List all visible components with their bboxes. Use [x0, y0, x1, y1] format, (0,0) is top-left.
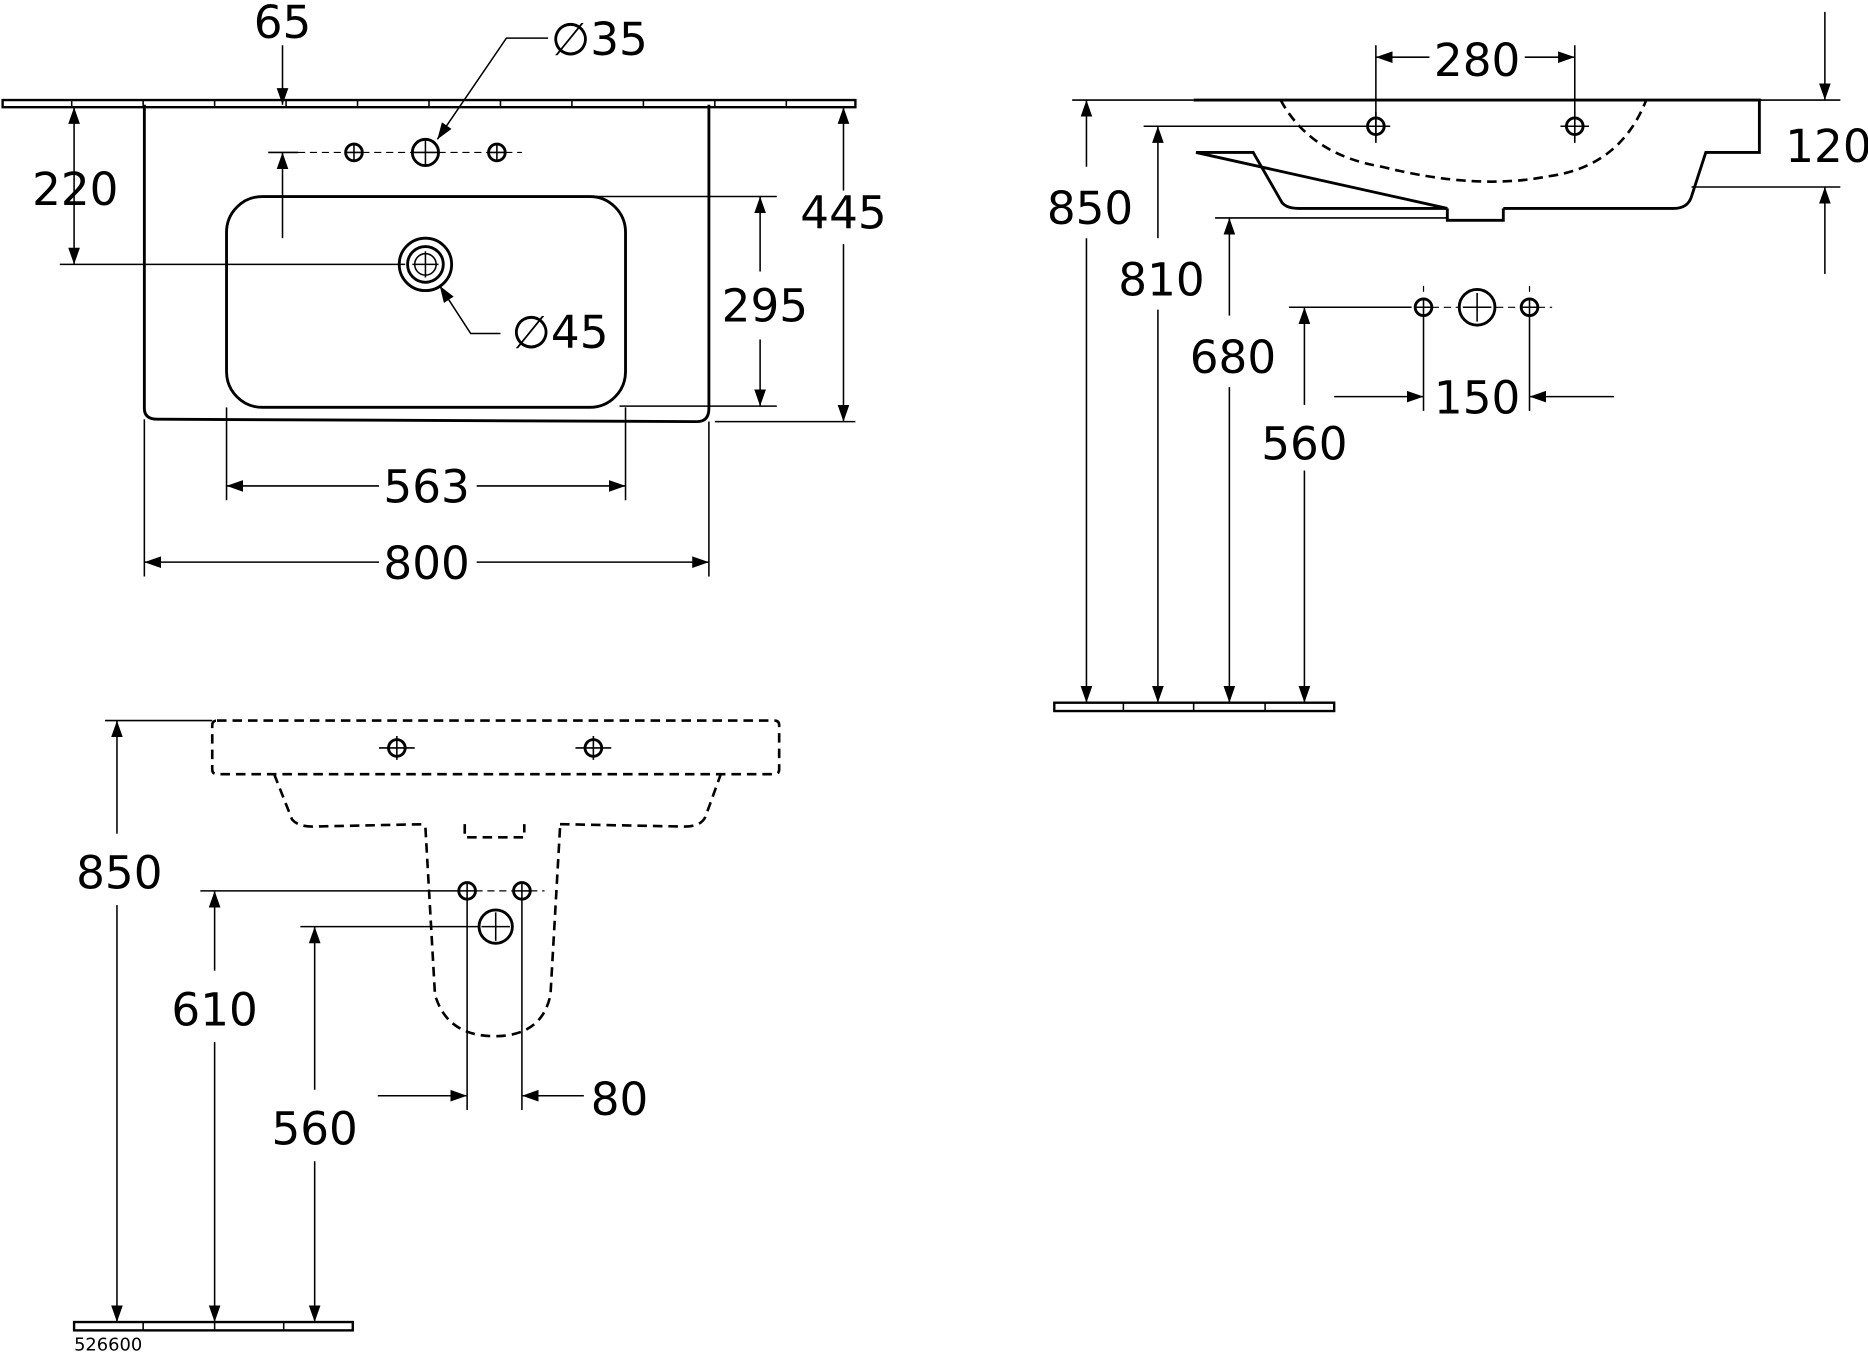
dim-hole-spacing: 280	[1434, 34, 1520, 87]
front-view: 526600 850 610 560 80	[72, 719, 781, 1353]
dim-bottom-height: 680	[1190, 331, 1276, 384]
supply-holes	[1413, 285, 1553, 327]
drawing-code: 526600	[74, 1335, 142, 1353]
dim-rim-height: 850	[1047, 182, 1133, 235]
floor-strip	[1053, 701, 1336, 713]
dim-tap-height: 810	[1118, 253, 1204, 306]
dim-waste-height: 560	[1261, 418, 1347, 471]
drain-hole	[397, 236, 454, 293]
dim-drain-diameter: ∅45	[512, 306, 609, 359]
dim-bowl-depth: 295	[722, 280, 808, 333]
floor-strip	[72, 1320, 354, 1332]
dim-waste-height-front: 560	[271, 1103, 357, 1156]
dim-tap-offset: 65	[254, 0, 312, 49]
wall-strip	[1, 98, 857, 109]
dim-basin-height: 120	[1785, 120, 1868, 173]
tap-hole-markers	[378, 736, 612, 760]
tap-hole-markers	[1361, 111, 1590, 141]
side-view: 280 120 850 810 680 560	[1047, 11, 1868, 713]
dim-supply-height: 610	[171, 983, 257, 1036]
dim-rim-height-front: 850	[76, 847, 162, 900]
dim-supply-spacing: 150	[1434, 371, 1520, 424]
dim-supply-spacing-front: 80	[591, 1073, 649, 1126]
top-view: 65 ∅35 220 ∅45 295 445 563 800	[1, 0, 887, 590]
basin-outline-dashed	[210, 719, 781, 776]
basin-profile	[1193, 98, 1761, 210]
bowl-outline	[225, 195, 627, 409]
supply-holes	[457, 881, 545, 945]
dim-bowl-width: 563	[383, 461, 469, 514]
basin-outline	[142, 104, 711, 424]
tap-holes	[297, 137, 522, 167]
dim-drain-depth: 220	[32, 163, 118, 216]
pedestal-outline-dashed	[424, 827, 562, 1038]
dim-tap-diameter: ∅35	[551, 13, 648, 66]
dim-overall-depth: 445	[800, 187, 886, 240]
dim-overall-width: 800	[383, 537, 469, 590]
